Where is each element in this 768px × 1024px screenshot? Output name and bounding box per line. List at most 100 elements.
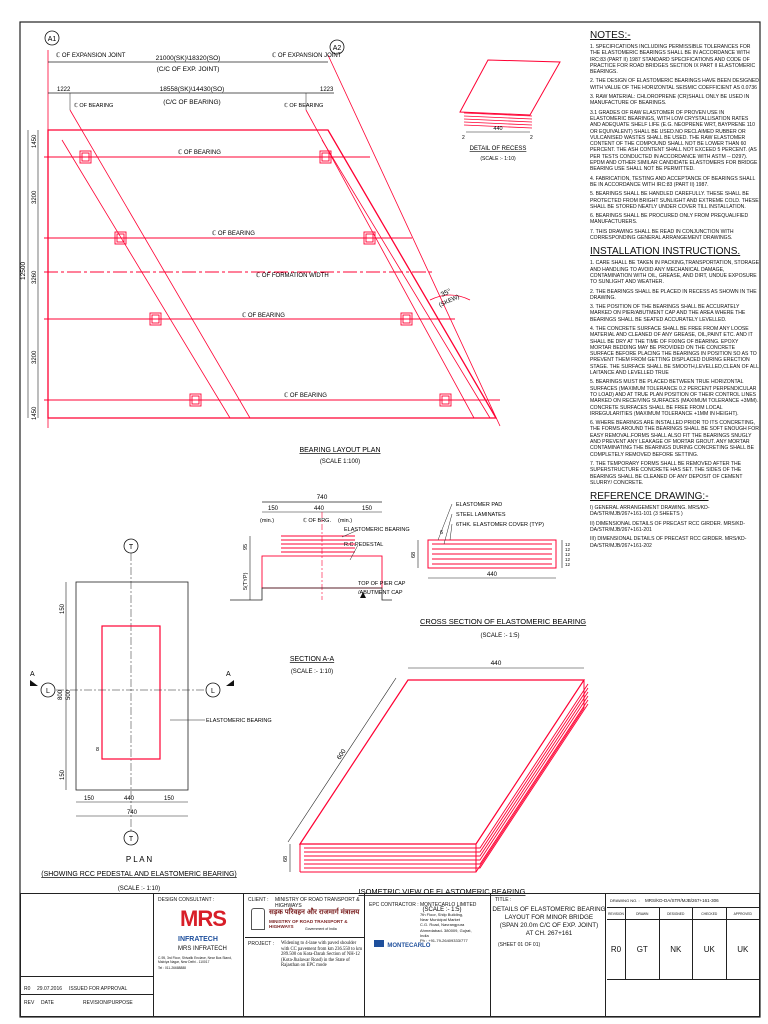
client-name: MINISTRY OF ROAD TRANSPORT & HIGHWAYS xyxy=(275,897,360,909)
note-item: 3. RAW MATERIAL: CHLOROPRENE (CR)SHALL O… xyxy=(590,94,750,107)
pier-cap-sub: /ABUTMENT CAP xyxy=(358,590,403,596)
installation-item: 7. THE TEMPORARY FORMS SHALL BE REMOVED … xyxy=(590,460,743,486)
cl-bearing-top-right: ℂ OF BEARING xyxy=(284,102,323,109)
cross-layer-3: 12 xyxy=(565,552,571,557)
inner-skew-2 xyxy=(321,139,491,419)
exp-span-dim: 21000(SK)\18320(SO) xyxy=(156,55,221,62)
note-item: 3.1 GRADES OF RAW ELASTOMER OF PROVEN US… xyxy=(590,109,758,173)
installation-item: 1. CARE SHALL BE TAKEN IN PACKING,TRANSP… xyxy=(590,260,759,286)
epc-block: EPC CONTRACTOR : MONTECARLO LIMITED 7th … xyxy=(366,894,491,1016)
client-block: CLIENT : MINISTRY OF ROAD TRANSPORT & HI… xyxy=(245,894,365,938)
montecarlo-logo-text: MONTECARLO xyxy=(387,943,431,949)
drawing-number-block: DRAWING NO. : MRS/KD-DA/STR/MJB/267+161-… xyxy=(607,894,759,1016)
bearing-line-left xyxy=(69,109,251,419)
epc-address-line: C.G. Road, Navrangpura xyxy=(420,922,465,928)
grid-label-a1: A1 xyxy=(48,36,57,43)
title-line: LAYOUT FOR MINOR BRIDGE xyxy=(504,914,594,921)
section-dim-1: 150 xyxy=(268,506,279,512)
title-block: R0 29.07.2016 ISSUED FOR APPROVAL REV DA… xyxy=(20,893,760,1017)
reference-item: I) GENERAL ARRANGEMENT DRAWING. MRS/KD-D… xyxy=(590,505,710,518)
isometric-scale: (SCALE :- 1:5) xyxy=(422,907,461,913)
cl-bearing-label-4: ℂ OF BEARING xyxy=(284,392,327,399)
client-label: CLIENT : xyxy=(248,897,269,903)
cross-width: 440 xyxy=(487,572,498,578)
grid-bubble-a2 xyxy=(329,39,345,55)
head-cell: REVISION xyxy=(607,908,626,919)
grid-label-a2: A2 xyxy=(333,45,342,52)
cross-label-pad: ELASTOMER PAD xyxy=(456,502,502,508)
epc-address-line: Ph : +91-79-26409333/777 xyxy=(420,938,468,944)
montecarlo-logo-mark xyxy=(374,940,384,947)
plan-left-dim-3: 800 xyxy=(58,689,64,700)
installation-list: 1. CARE SHALL BE TAKEN IN PACKING,TRANSP… xyxy=(590,260,760,486)
recess-title: DETAIL OF RECESS xyxy=(470,146,527,152)
emblem-icon xyxy=(251,908,265,930)
cross-layer-1: 12 xyxy=(565,542,571,547)
recess-detail: 440 2 2 DETAIL OF RECESS (SCALE :- 1:10) xyxy=(459,59,561,162)
pedestal-plan-subtitle: (SHOWING RCC PEDESTAL AND ELASTOMERIC BE… xyxy=(41,871,237,878)
value-cell: UK xyxy=(737,945,749,954)
cross-layer-4: 12 xyxy=(565,557,571,562)
bearing-line-right xyxy=(305,109,475,419)
note-item: 1. SPECIFICATIONS INCLUDING PERMISSIBLE … xyxy=(590,44,756,76)
pedestal-plan: T T L L A A 8 ELASTOMERIC BEARING 150 50… xyxy=(30,538,272,892)
cl-bearing-label-1: ℂ OF BEARING xyxy=(178,149,221,156)
note-item: 7. THIS DRAWING SHALL BE READ IN CONJUNC… xyxy=(590,228,734,242)
left-dim-5: 1450 xyxy=(32,406,38,420)
epc-address: 7th Floor, Shilp Building, Near Municipa… xyxy=(420,912,472,943)
left-dim-2: 3200 xyxy=(32,190,38,204)
left-dim-1: 1450 xyxy=(32,134,38,148)
layout-plan-scale: (SCALE 1:100) xyxy=(320,459,360,465)
section-label-bearing: ELASTOMERIC BEARING xyxy=(344,527,410,533)
installation-item: 5. BEARINGS MUST BE PLACED BETWEEN TRUE … xyxy=(590,379,759,417)
head-cell: APPROVED xyxy=(733,912,752,916)
value-cell: R0 xyxy=(607,920,626,979)
drawing-no: MRS/KD-DA/STR/MJB/267+161-306 xyxy=(645,898,719,903)
plan-left-dim-2: 500 xyxy=(66,689,72,700)
company-tel: Tel : 011-26688888 xyxy=(158,966,186,970)
exp-joint-right xyxy=(327,54,501,427)
section-dim-2: 440 xyxy=(314,506,325,512)
section-side-dim: 95 xyxy=(243,544,249,550)
iso-height: 68 xyxy=(283,856,289,862)
iso-top-dim: 440 xyxy=(491,660,502,667)
cross-section-scale: (SCALE :- 1:5) xyxy=(480,633,519,639)
skew-angle: 35° xyxy=(439,287,452,299)
date-head: DATE xyxy=(41,1000,54,1006)
bearing-span-sub: (C/C OF BEARING) xyxy=(163,99,220,106)
note-item: 6. BEARINGS SHALL BE PROCURED ONLY FROM … xyxy=(590,213,749,226)
drawing-title-block: TITLE : DETAILS OF ELASTOMERIC BEARING L… xyxy=(492,894,606,1016)
plan-line-l-right: L xyxy=(211,688,215,695)
project-text: Widening to 4-lane with paved shoulder w… xyxy=(281,941,362,969)
rev-date: 29.07.2016 xyxy=(37,986,63,992)
isometric-view: 440 600 68 ISOMETRIC VIEW OF ELASTOMERIC… xyxy=(283,660,589,913)
revision-table: R0 29.07.2016 ISSUED FOR APPROVAL REV DA… xyxy=(21,976,153,1016)
pier-cap-label: TOP OF PIER CAP xyxy=(358,581,406,587)
plan-line-l-left: L xyxy=(46,688,50,695)
recess-scale: (SCALE :- 1:10) xyxy=(480,156,516,162)
cross-layer-2: 12 xyxy=(565,547,571,552)
reference-title: REFERENCE DRAWING:- xyxy=(590,491,709,503)
design-consultant-label: DESIGN CONSULTANT : xyxy=(158,897,215,903)
pedestal-plan-scale: (SCALE :- 1:10) xyxy=(118,886,160,892)
total-width-dim: 12500 xyxy=(20,262,27,280)
section-mark-right: A xyxy=(226,671,231,678)
company-address: C-95, 3rd Floor, Shivalik Enclave, Near … xyxy=(158,956,232,964)
rev-value: R0 xyxy=(24,986,31,992)
note-item: 5. BEARINGS SHALL BE HANDLED CAREFULLY. … xyxy=(590,191,759,210)
note-item: 4. FABRICATION, TESTING AND ACCEPTANCE O… xyxy=(590,175,756,188)
head-cell: DRAWN xyxy=(626,908,660,919)
sheet-border xyxy=(19,21,761,1018)
plan-corner: 8 xyxy=(96,747,99,753)
title-line: DETAILS OF ELASTOMERIC BEARING xyxy=(492,906,606,913)
grid-bubble-a1 xyxy=(44,30,60,46)
design-consultant-block: DESIGN CONSULTANT : MRS INFRATECH MRS IN… xyxy=(154,894,244,1016)
plan-bearing-label: ELASTOMERIC BEARING xyxy=(206,718,272,724)
cross-height: 68 xyxy=(411,552,417,558)
installation-item: 3. THE POSITION OF THE BEARINGS SHALL BE… xyxy=(590,304,746,323)
section-aa: 740 150 440 150 (min.) (min.) ℂ OF BRG. … xyxy=(230,494,410,675)
mrs-logo-sub: INFRATECH xyxy=(178,936,218,943)
cl-bearing-label-2: ℂ OF BEARING xyxy=(212,230,255,237)
reference-item: III) DIMENSIONAL DETAILS OF PRECAST RCC … xyxy=(590,536,747,549)
